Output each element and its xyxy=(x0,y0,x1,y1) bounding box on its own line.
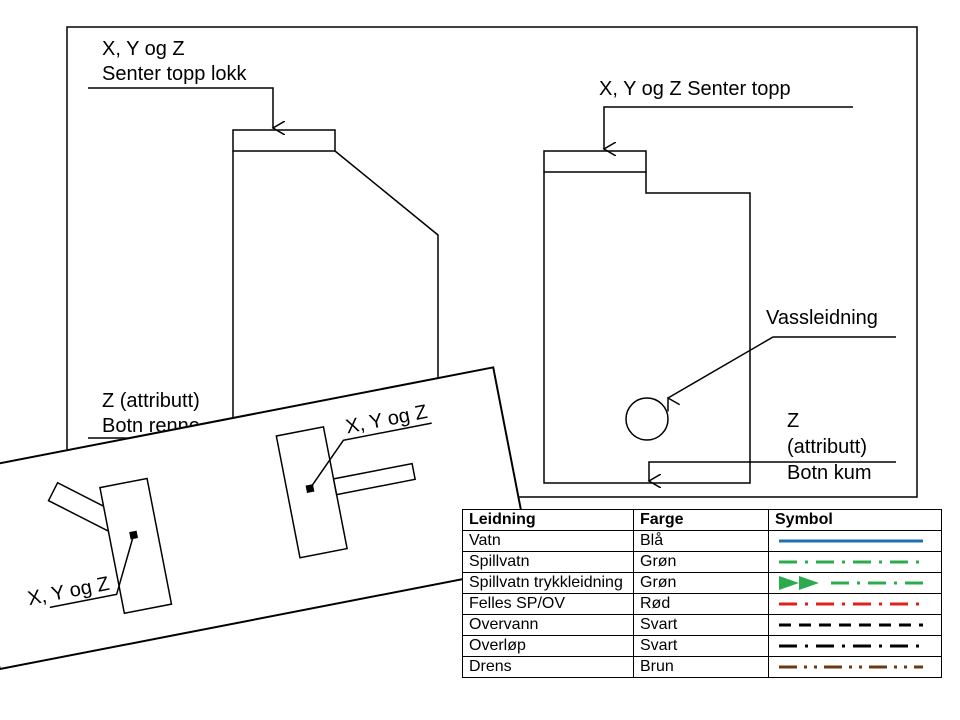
legend-leidning: Felles SP/OV xyxy=(462,593,634,615)
legend-row-spillvatn-trykk: Spillvatn trykkleidning Grøn xyxy=(462,572,942,594)
renne-lid xyxy=(232,129,336,152)
legend-symbol-spillvatn xyxy=(768,551,942,573)
botn-kum-label-line2: (attributt) xyxy=(787,436,867,458)
legend-symbol-overvann xyxy=(768,614,942,636)
legend-leidning: Overløp xyxy=(462,635,634,657)
legend-header-row: Leidning Farge Symbol xyxy=(462,509,942,531)
vassleidning-leader xyxy=(668,336,896,398)
legend-symbol-drens xyxy=(768,656,942,678)
legend-farge: Grøn xyxy=(633,551,769,573)
legend-header-farge: Farge xyxy=(633,509,769,531)
kum-top-leader xyxy=(604,106,853,149)
plan-right-label: X, Y og Z xyxy=(344,401,429,438)
legend-row-overlop: Overløp Svart xyxy=(462,635,942,657)
legend-row-felles: Felles SP/OV Rød xyxy=(462,593,942,615)
renne-bottom-label-line1: Z (attributt) xyxy=(102,390,200,412)
legend-leidning: Spillvatn xyxy=(462,551,634,573)
legend-farge: Grøn xyxy=(633,572,769,594)
plan-view-drawing: X, Y og Z X, Y og Z xyxy=(26,401,432,615)
kum-structure xyxy=(543,150,751,484)
legend-row-vatn: Vatn Blå xyxy=(462,530,942,552)
plan-view-panel: X, Y og Z X, Y og Z xyxy=(0,366,533,671)
plan-renne-body xyxy=(99,477,173,615)
plan-left-label: X, Y og Z xyxy=(26,573,111,610)
renne-top-label-line2: Senter topp lokk xyxy=(102,63,248,85)
legend-table: Leidning Farge Symbol Vatn Blå Spillvatn… xyxy=(462,509,942,678)
legend-symbol-felles xyxy=(768,593,942,615)
legend-farge: Brun xyxy=(633,656,769,678)
renne-top-label-line1: X, Y og Z xyxy=(102,38,185,60)
legend-farge: Rød xyxy=(633,593,769,615)
plan-renne-leader xyxy=(49,534,135,609)
vassleidning-label: Vassleidning xyxy=(766,307,878,329)
legend-farge: Svart xyxy=(633,614,769,636)
botn-kum-label-line1: Z xyxy=(787,410,799,432)
legend-symbol-vatn xyxy=(768,530,942,552)
legend-leidning: Spillvatn trykkleidning xyxy=(462,572,634,594)
legend-symbol-overlop xyxy=(768,635,942,657)
plan-renne-center xyxy=(129,530,139,540)
legend-row-spillvatn: Spillvatn Grøn xyxy=(462,551,942,573)
kum-lid xyxy=(543,150,647,173)
legend-farge: Blå xyxy=(633,530,769,552)
legend-leidning: Overvann xyxy=(462,614,634,636)
legend-leidning: Drens xyxy=(462,656,634,678)
legend-row-overvann: Overvann Svart xyxy=(462,614,942,636)
legend-header-leidning: Leidning xyxy=(462,509,634,531)
legend-symbol-spillvatn-trykk xyxy=(768,572,942,594)
legend-leidning: Vatn xyxy=(462,530,634,552)
renne-top-leader xyxy=(88,87,273,128)
legend-row-drens: Drens Brun xyxy=(462,656,942,678)
plan-kum-pipe xyxy=(332,462,417,496)
plan-kum-leader xyxy=(309,422,432,489)
vassleidning-pipe xyxy=(625,397,669,441)
botn-kum-label-line3: Botn kum xyxy=(787,462,871,484)
arrow-icon xyxy=(779,576,799,590)
legend-farge: Svart xyxy=(633,635,769,657)
botn-kum-leader xyxy=(649,461,896,481)
kum-top-label: X, Y og Z Senter topp xyxy=(599,78,791,100)
legend-header-symbol: Symbol xyxy=(768,509,942,531)
arrow-icon xyxy=(799,576,819,590)
